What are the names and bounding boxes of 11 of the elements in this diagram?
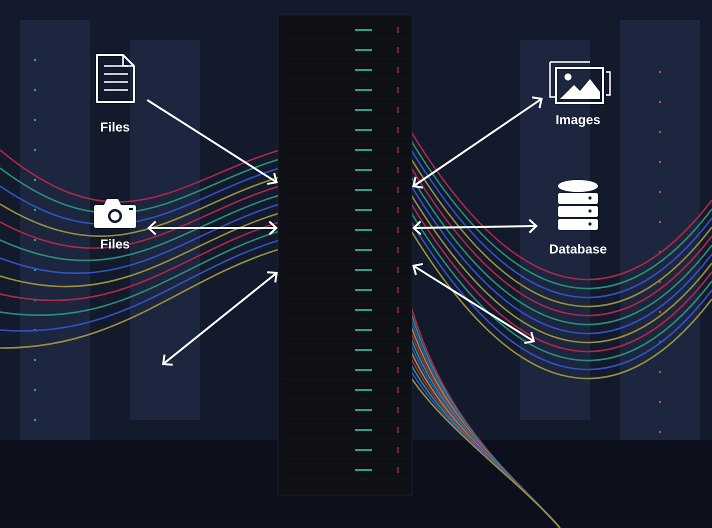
- arrow: [147, 220, 278, 236]
- arrow: [412, 218, 538, 236]
- server-rack-drawing: [278, 14, 412, 496]
- icon-label: Images: [556, 115, 600, 127]
- arrow: [412, 96, 543, 189]
- icon-label: Database: [550, 244, 606, 254]
- arrow: [162, 271, 278, 366]
- icon-label: Files: [101, 239, 130, 249]
- icon-label: Files: [101, 122, 130, 132]
- arrow: [146, 99, 278, 185]
- arrow: [412, 263, 536, 344]
